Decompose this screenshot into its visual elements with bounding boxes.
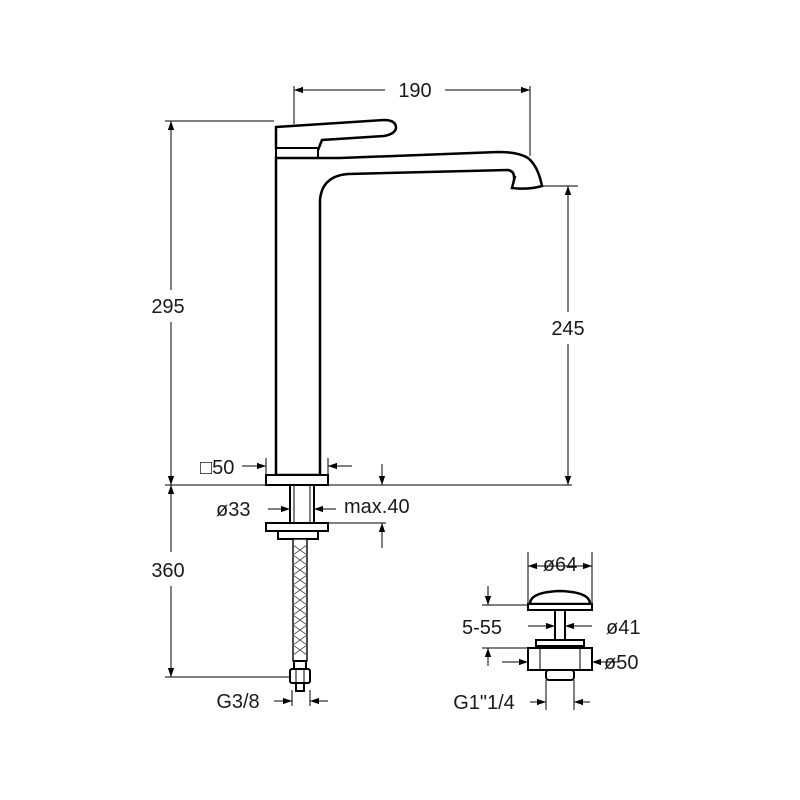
fixing-nut — [277, 530, 319, 540]
dimension-labels: 190 295 245 □50 ø33 max.40 360 G3/8 ø64 … — [151, 80, 640, 714]
label-shank-diameter: ø33 — [216, 499, 250, 521]
label-hose-connection: G3/8 — [216, 691, 259, 713]
label-waste-thread: G1"1/4 — [453, 692, 515, 714]
base-flange — [265, 474, 329, 486]
label-hose-length: 360 — [151, 560, 184, 582]
hose-connector — [289, 660, 311, 692]
label-waste-body-diameter: ø41 — [606, 617, 640, 639]
waste-body — [527, 647, 593, 671]
waste-valve — [527, 589, 593, 681]
waste-seal — [535, 639, 585, 647]
waste-outlet — [545, 669, 575, 681]
fixing-washer — [265, 522, 329, 532]
label-spout-height: 245 — [551, 318, 584, 340]
label-total-height: 295 — [151, 296, 184, 318]
handle-cap — [275, 147, 319, 159]
label-waste-range: 5-55 — [462, 617, 502, 639]
waste-stem — [554, 609, 566, 641]
label-spout-reach: 190 — [398, 80, 431, 102]
tap-body-spout — [274, 150, 544, 477]
waste-cap — [528, 589, 592, 606]
label-waste-cap-diameter: ø64 — [543, 554, 577, 576]
dimension-lines-waste — [482, 552, 618, 710]
flexible-hose — [292, 538, 308, 662]
label-waste-nut-diameter: ø50 — [604, 652, 638, 674]
label-max-thickness: max.40 — [344, 496, 410, 518]
dimension-lines-tap — [165, 86, 578, 706]
label-base-square: □50 — [200, 457, 234, 479]
